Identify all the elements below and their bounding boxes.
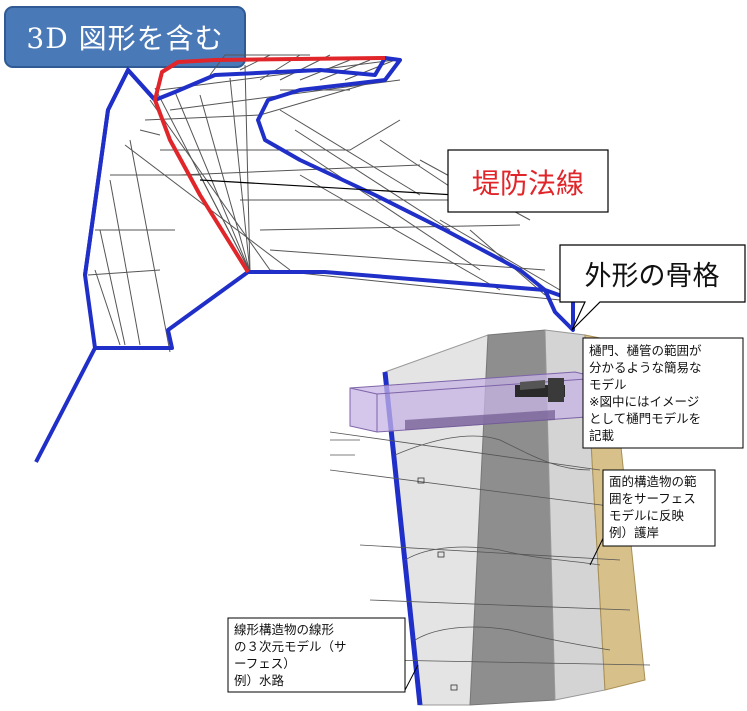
levee-line-red <box>153 56 386 274</box>
note-sluice: 樋門、樋管の範囲が 分かるような簡易な モデル ※図中にはイメージ として樋門モ… <box>582 337 744 449</box>
note-linear-text: 線形構造物の線形 の３次元モデル（サ ーフェス） 例）水路 <box>234 622 351 688</box>
linear-leader <box>404 664 419 691</box>
callout-levee-text: 堤防法線 <box>472 167 584 200</box>
sluice-model <box>349 371 601 433</box>
outer-frame-left-edge <box>83 66 157 276</box>
note-surface-text: 面的構造物の範 囲をサーフェス モデルに反映 例）護岸 <box>609 474 701 540</box>
title-badge: 3D 図形を含む <box>4 6 246 68</box>
levee-wireframe <box>34 54 575 463</box>
callout-outer-frame-text: 外形の骨格 <box>585 261 720 292</box>
note-sluice-text: 樋門、樋管の範囲が 分かるような簡易な モデル ※図中にはイメージ として樋門モ… <box>589 343 706 443</box>
note-surface: 面的構造物の範 囲をサーフェス モデルに反映 例）護岸 <box>602 469 716 547</box>
callout-levee-line: 堤防法線 <box>447 149 609 213</box>
callout-outer-frame: 外形の骨格 <box>559 244 746 331</box>
note-linear: 線形構造物の線形 の３次元モデル（サ ーフェス） 例）水路 <box>227 617 406 693</box>
levee-leader <box>199 178 456 196</box>
outer-frame-outline <box>34 56 575 463</box>
section-lines <box>329 431 651 666</box>
